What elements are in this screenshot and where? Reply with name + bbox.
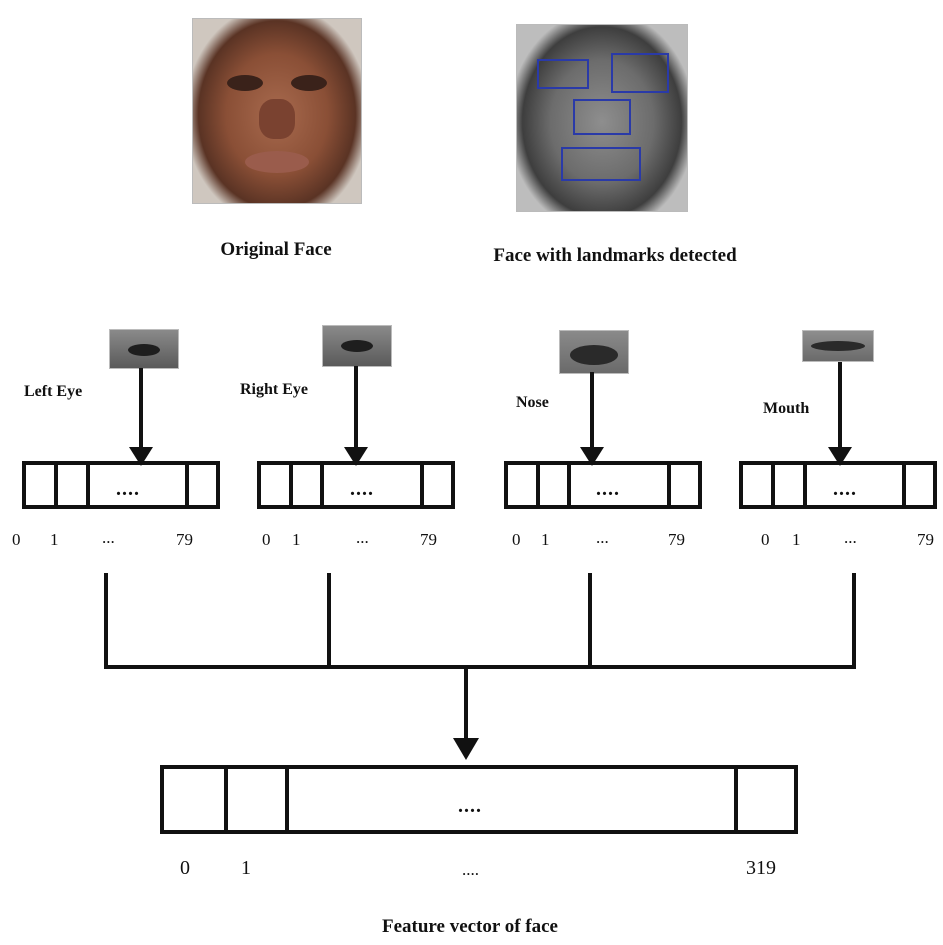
left-eye-index-1: 1 <box>50 530 59 550</box>
right-eye-index-79: 79 <box>420 530 437 550</box>
final-index-0: 0 <box>180 857 190 880</box>
merge-arrowhead <box>453 738 479 760</box>
right-eye-index-ellipsis: ... <box>356 528 369 548</box>
mouth-index-0: 0 <box>761 530 770 550</box>
right-eye-index-0: 0 <box>262 530 271 550</box>
final-vector-dots: .... <box>458 795 482 818</box>
mouth-index-1: 1 <box>792 530 801 550</box>
nose-index-1: 1 <box>541 530 550 550</box>
left-eye-index-0: 0 <box>12 530 21 550</box>
final-index-ellipsis: .... <box>462 860 479 880</box>
final-index-1: 1 <box>241 857 251 880</box>
final-index-319: 319 <box>746 857 776 880</box>
nose-index-79: 79 <box>668 530 685 550</box>
right-eye-vector-dots: .... <box>350 478 374 501</box>
nose-vector-dots: .... <box>596 478 620 501</box>
left-eye-index-79: 79 <box>176 530 193 550</box>
left-eye-vector-dots: .... <box>116 478 140 501</box>
nose-index-ellipsis: ... <box>596 528 609 548</box>
left-eye-index-ellipsis: ... <box>102 528 115 548</box>
merge-connector <box>104 573 856 752</box>
feature-vector-caption: Feature vector of face <box>300 914 640 940</box>
right-eye-index-1: 1 <box>292 530 301 550</box>
mouth-vector-dots: .... <box>833 478 857 501</box>
mouth-index-79: 79 <box>917 530 934 550</box>
nose-index-0: 0 <box>512 530 521 550</box>
mouth-index-ellipsis: ... <box>844 528 857 548</box>
